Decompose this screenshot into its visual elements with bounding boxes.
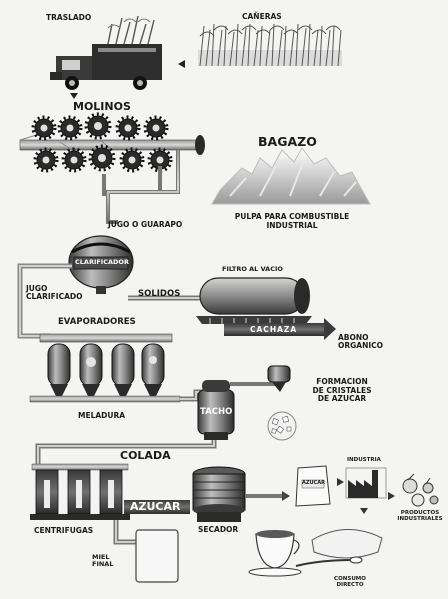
arrow-to-molinos bbox=[70, 93, 78, 99]
miel-final-pipe bbox=[113, 520, 136, 545]
sugar-crystals-illustration bbox=[267, 411, 297, 441]
caneras-label: CAÑERAS bbox=[242, 12, 282, 21]
evaporadores-label: EVAPORADORES bbox=[58, 317, 136, 327]
pulpa-label: PULPA PARA COMBUSTIBLE INDUSTRIAL bbox=[234, 212, 350, 230]
clarifier-tank-icon bbox=[68, 235, 134, 294]
dryer-secador-icon bbox=[192, 466, 246, 522]
bagazo-label: BAGAZO bbox=[258, 134, 317, 149]
miel-final-label: MIEL FINAL bbox=[92, 553, 114, 569]
bagazo-pile-illustration bbox=[211, 147, 371, 205]
filtro-label: FILTRO AL VACIO bbox=[222, 265, 283, 273]
arrow-to-truck bbox=[178, 60, 185, 68]
industria-label: INDUSTRIA bbox=[347, 457, 381, 463]
meladura-label: MELADURA bbox=[78, 411, 126, 420]
evaporators-illustration bbox=[29, 333, 181, 403]
jugo-clarificado-label: JUGO CLARIFICADO bbox=[26, 284, 83, 302]
azucar-label: AZUCAR bbox=[130, 500, 181, 513]
solidos-label: SOLIDOS bbox=[138, 289, 181, 299]
cachaza-label: CACHAZA bbox=[250, 325, 298, 334]
vacuum-pan-tacho-icon bbox=[197, 365, 291, 440]
industrial-products-icon bbox=[402, 473, 439, 507]
tacho-label: TACHO bbox=[200, 407, 233, 417]
centrifugas-label: CENTRIFUGAS bbox=[34, 526, 94, 535]
traslado-label: TRASLADO bbox=[46, 13, 92, 22]
arrow-to-industry bbox=[337, 478, 344, 486]
colada-label: COLADA bbox=[120, 449, 171, 462]
abono-label: ABONO ORGANICO bbox=[338, 333, 384, 351]
clarified-juice-pipe bbox=[17, 263, 72, 339]
vacuum-filter-icon bbox=[196, 277, 312, 324]
centrifuges-illustration bbox=[30, 463, 130, 520]
cane-field-illustration bbox=[198, 23, 342, 67]
sugar-bag-icon bbox=[295, 465, 331, 507]
secador-label: SECADOR bbox=[198, 525, 239, 534]
jugo-guarapo-label: JUGO O GUARAPO bbox=[108, 220, 183, 229]
molinos-label: MOLINOS bbox=[73, 100, 131, 113]
mills-illustration bbox=[19, 112, 205, 173]
dryer-outlet-pipe bbox=[245, 491, 290, 501]
molasses-tank-icon bbox=[135, 529, 179, 583]
sugar-bag-label: AZUCAR bbox=[302, 480, 325, 486]
arrow-to-products bbox=[388, 492, 395, 500]
consumo-label: CONSUMO DIRECTO bbox=[334, 576, 366, 589]
formacion-label: FORMACION DE CRISTALES DE AZUCAR bbox=[312, 377, 372, 404]
truck-icon bbox=[50, 15, 162, 90]
colada-pipe bbox=[35, 440, 217, 470]
sugar-arrow bbox=[124, 500, 190, 514]
cachaza-arrow bbox=[224, 318, 336, 340]
sugar-bowl-spoon-icon bbox=[295, 529, 383, 567]
factory-icon bbox=[345, 467, 387, 499]
coffee-cup-icon bbox=[248, 530, 302, 577]
arrow-to-consumo bbox=[360, 508, 368, 514]
clarificador-label: CLARIFICADOR bbox=[75, 258, 129, 266]
productos-label: PRODUCTOS INDUSTRIALES bbox=[397, 510, 443, 523]
